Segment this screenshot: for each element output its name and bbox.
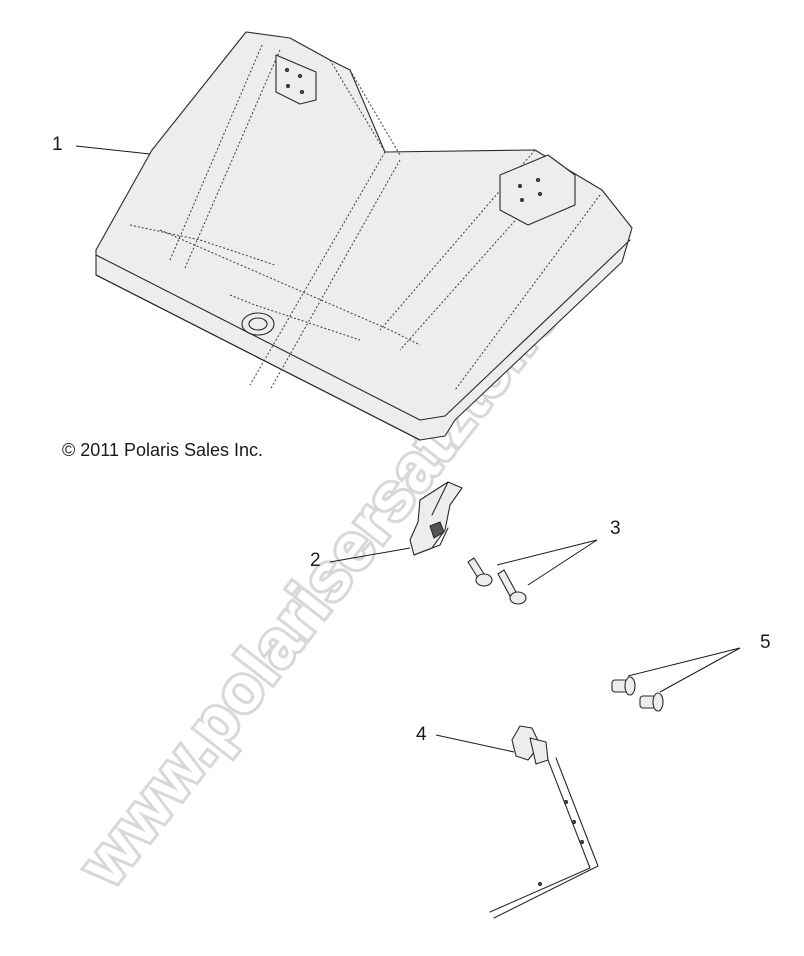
callout-number-4: 4 [416, 724, 427, 745]
part-5-push-pins [611, 676, 664, 712]
callout-number-5: 5 [760, 632, 771, 653]
callout-leader-1 [75, 145, 151, 155]
callout-number-1: 1 [52, 134, 63, 155]
callout-leader-5a [627, 647, 741, 677]
part-4-prop-rod [489, 725, 599, 919]
callout-leader-4 [435, 734, 515, 753]
copyright-notice: © 2011 Polaris Sales Inc. [62, 440, 263, 460]
callout-leader-3a [496, 539, 598, 566]
part-2-latch [409, 481, 463, 556]
callout-leader-5b [659, 647, 741, 693]
callout-leader-2 [329, 547, 411, 563]
part-3-screws [467, 557, 527, 605]
callout-number-2: 2 [310, 550, 321, 571]
callout-leader-3b [527, 539, 598, 586]
callout-number-3: 3 [610, 518, 621, 539]
part-1-hood [95, 31, 633, 441]
